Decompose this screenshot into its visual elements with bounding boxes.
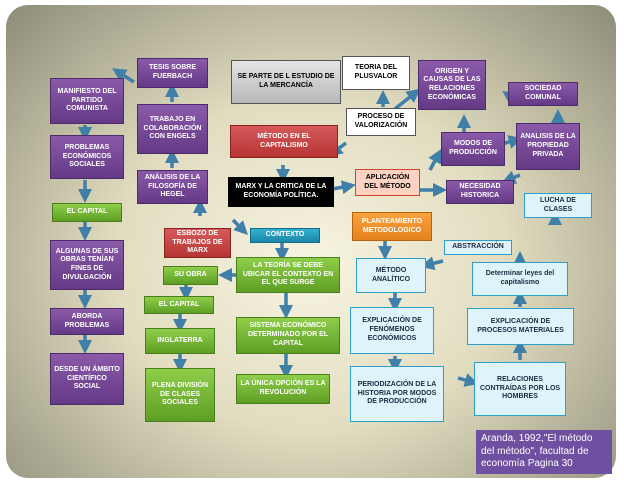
node-manifiesto[interactable]: MANIFIESTO DEL PARTIDO COMUNISTA <box>50 78 124 124</box>
node-el-capital-mid[interactable]: EL CAPITAL <box>144 296 214 314</box>
node-relaciones-contraidas[interactable]: RELACIONES CONTRAÍDAS POR LOS HOMBRES <box>474 362 566 416</box>
node-marx-teoria[interactable]: MARX Y LA CRITICA DE LA ECONOMÍA POLÍTIC… <box>228 177 334 207</box>
node-sociedad-comunal[interactable]: SOCIEDAD COMUNAL <box>508 82 578 106</box>
node-metodo-capitalismo[interactable]: MÉTODO EN EL CAPITALISMO <box>230 125 338 158</box>
citation-box: Aranda, 1992,"El método del método", fac… <box>476 430 612 474</box>
node-desde-ambito[interactable]: DESDE UN ÁMBITO CIENTÍFICO SOCIAL <box>50 353 124 405</box>
node-el-capital-left[interactable]: EL CAPITAL <box>52 203 122 222</box>
node-esbozo[interactable]: ESBOZO DE TRABAJOS DE MARX <box>164 228 231 258</box>
node-plena-division[interactable]: PLENA DIVISIÓN DE CLASES SOCIALES <box>145 368 215 422</box>
node-aborda-problemas[interactable]: ABORDA PROBLEMAS <box>50 308 124 335</box>
node-necesidad-historica[interactable]: NECESIDAD HISTORICA <box>446 180 514 204</box>
node-modos-produccion[interactable]: MODOS DE PRODUCCIÓN <box>441 132 505 166</box>
node-analisis-hegel[interactable]: ANÁLISIS DE LA FILOSOFÍA DE HEGEL <box>137 170 208 204</box>
node-proceso-valorizacion[interactable]: PROCESO DE VALORIZACIÓN <box>346 108 416 136</box>
node-aplicacion-metodo[interactable]: APLICACIÓN DEL MÉTODO <box>355 169 420 196</box>
node-lucha-clases[interactable]: LUCHA DE CLASES <box>524 193 592 218</box>
node-origen-causas[interactable]: ORIGEN Y CAUSAS DE LAS RELACIONES ECONÓM… <box>418 60 486 110</box>
node-determinar-leyes[interactable]: Determinar leyes del capitalismo <box>472 262 568 296</box>
node-periodizacion[interactable]: PERIODIZACIÓN DE LA HISTORIA POR MODOS D… <box>350 366 444 422</box>
node-su-obra[interactable]: SU OBRA <box>163 266 218 285</box>
node-contexto[interactable]: CONTEXTO <box>250 228 320 243</box>
node-tesis-fuerbach[interactable]: TESIS SOBRE FUERBACH <box>137 58 208 88</box>
node-explicacion-procesos[interactable]: EXPLICACIÓN DE PROCESOS MATERIALES <box>467 308 574 345</box>
node-trabajo-engels[interactable]: TRABAJO EN COLABORACIÓN CON ENGELS <box>137 104 208 154</box>
node-sistema-economico[interactable]: SISTEMA ECONÓMICO DETERMINADO POR EL CAP… <box>236 317 340 354</box>
node-abstraccion[interactable]: ABSTRACCIÓN <box>444 240 512 255</box>
node-teoria-ubicar[interactable]: LA TEORÍA SE DEBE UBICAR EL CONTEXTO EN … <box>236 257 340 293</box>
node-estudio-mercancia[interactable]: SE PARTE DE L ESTUDIO DE LA MERCANCÍA <box>231 60 341 104</box>
node-planteamiento[interactable]: PLANTEAMIENTO METODOLOGICO <box>352 212 432 241</box>
node-explicacion-fenomenos[interactable]: EXPLICACIÓN DE FENÓMENOS ECONÓMICOS <box>350 307 434 354</box>
node-metodo-analitico[interactable]: MÉTODO ANALÍTICO <box>356 258 426 293</box>
node-unica-opcion[interactable]: LA ÚNICA OPCIÓN ES LA REVOLUCIÓN <box>236 374 330 404</box>
node-inglaterra[interactable]: INGLATERRA <box>145 328 215 354</box>
node-teoria-plusvalor[interactable]: TEORIA DEL PLUSVALOR <box>342 56 410 90</box>
node-algunas-obras[interactable]: ALGUNAS DE SUS OBRAS TENÍAN FINES DE DIV… <box>50 240 124 290</box>
node-analisis-propiedad[interactable]: ANALISIS DE LA PROPIEDAD PRIVADA <box>516 123 580 170</box>
node-problemas-economicos[interactable]: PROBLEMAS ECONÓMICOS SOCIALES <box>50 135 124 179</box>
